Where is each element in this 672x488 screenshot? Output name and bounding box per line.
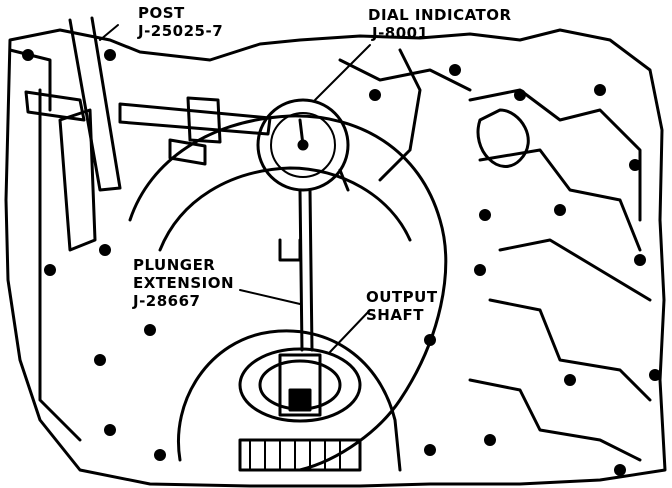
holder-block (186, 96, 222, 144)
bolt-hole (634, 254, 646, 266)
label-post: POST J-25025-7 (138, 4, 223, 40)
right-channel-5 (468, 378, 642, 462)
label-plunger-extension: PLUNGER EXTENSION J-28667 (133, 256, 234, 310)
post-clamp (24, 90, 86, 122)
label-dial-part: J-8001 (372, 24, 429, 42)
bolt-hole (479, 209, 491, 221)
label-plunger-part: J-28667 (133, 292, 201, 310)
bolt-hole (104, 49, 116, 61)
label-dial-indicator: DIAL INDICATOR J-8001 (368, 6, 512, 42)
top-channel (338, 58, 472, 92)
lower-gear (238, 438, 362, 472)
bolt-hole (22, 49, 34, 61)
bolt-hole (484, 434, 496, 446)
leader-post (99, 24, 119, 41)
case-outline (4, 28, 667, 488)
label-post-name: POST (138, 4, 185, 22)
bolt-hole (649, 369, 661, 381)
bolt-hole (614, 464, 626, 476)
bolt-hole (554, 204, 566, 216)
right-bore (476, 108, 530, 168)
label-dial-name: DIAL INDICATOR (368, 6, 512, 24)
output-shaft-hub (278, 353, 322, 417)
bolt-hole (474, 264, 486, 276)
label-post-part: J-25025-7 (138, 22, 224, 40)
bolt-hole (514, 89, 526, 101)
dial-inner (270, 112, 336, 178)
small-peg (338, 168, 350, 192)
right-channel-2 (478, 148, 642, 252)
post-rod (68, 16, 122, 192)
leader-output (329, 309, 371, 353)
label-plunger-line1: PLUNGER (133, 256, 216, 274)
label-output-line1: OUTPUT (366, 288, 438, 306)
lower-gear-teeth (249, 439, 341, 471)
central-housing-inner (158, 166, 412, 252)
right-channel-4 (488, 298, 652, 402)
bolt-hole (99, 244, 111, 256)
case-left-rib (58, 108, 97, 252)
bolt-hole (424, 444, 436, 456)
holder-knob (168, 138, 207, 166)
right-channel-1 (468, 88, 642, 222)
output-gear (238, 347, 362, 423)
central-housing (128, 114, 448, 472)
leader-dial (314, 44, 371, 101)
bolt-hole (629, 159, 641, 171)
bolt-hole (424, 334, 436, 346)
dial-outer (256, 98, 350, 192)
housing-notch (278, 238, 302, 262)
label-output-line2: SHAFT (366, 306, 424, 324)
bolt-hole (594, 84, 606, 96)
leader-plunger (239, 289, 301, 305)
bolt-hole (564, 374, 576, 386)
dial-stem (298, 188, 314, 352)
bolt-hole (44, 264, 56, 276)
bolt-hole (369, 89, 381, 101)
bolt-hole (449, 64, 461, 76)
bolt-hole (94, 354, 106, 366)
case-left-wall (38, 88, 82, 442)
bolt-hole (144, 324, 156, 336)
lower-arc (177, 329, 402, 472)
holder-arm (118, 102, 272, 136)
top-rib (378, 48, 422, 182)
right-channel-3 (498, 238, 652, 302)
bolt-hole (104, 424, 116, 436)
output-shaft-slot (288, 388, 312, 412)
dial-needle (298, 118, 305, 147)
bolt-hole (154, 449, 166, 461)
label-output-shaft: OUTPUT SHAFT (366, 288, 438, 324)
label-plunger-line2: EXTENSION (133, 274, 235, 292)
